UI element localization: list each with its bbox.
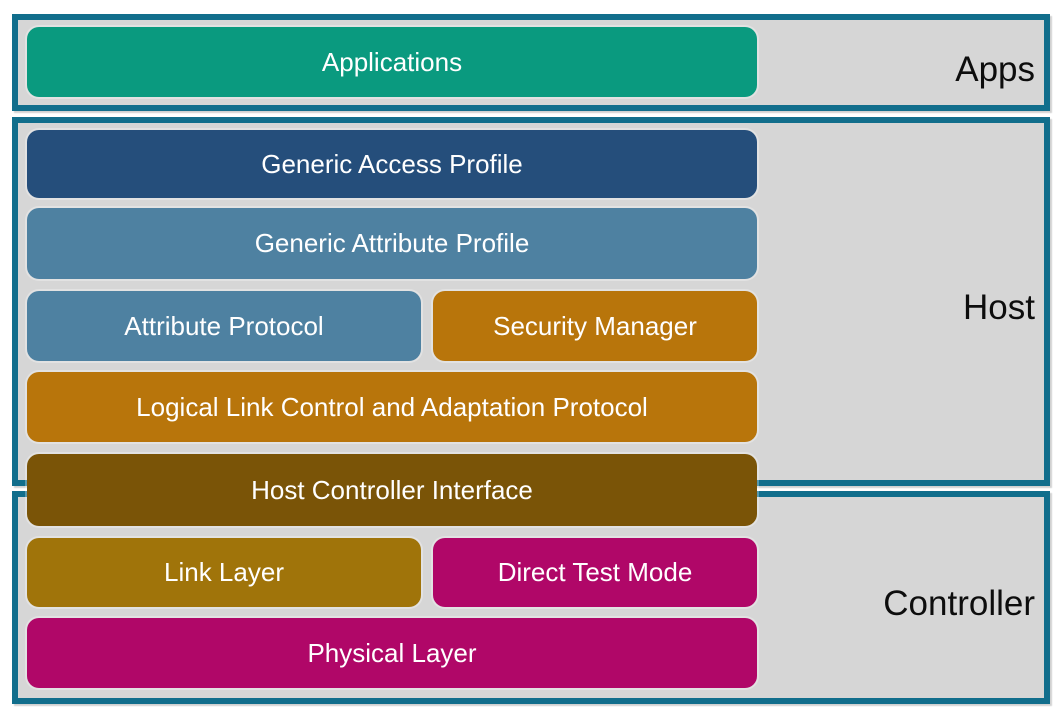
block-physical-layer: Physical Layer [27,618,757,688]
controller-section-label: Controller [883,584,1035,623]
block-host-controller-interface: Host Controller Interface [27,454,757,526]
block-direct-test-mode: Direct Test Mode [433,538,757,607]
block-attribute-protocol: Attribute Protocol [27,291,421,361]
block-generic-access-profile: Generic Access Profile [27,130,757,198]
block-security-manager: Security Manager [433,291,757,361]
block-generic-attribute-profile: Generic Attribute Profile [27,208,757,279]
block-l2cap: Logical Link Control and Adaptation Prot… [27,372,757,442]
apps-section-label: Apps [955,50,1035,89]
block-link-layer: Link Layer [27,538,421,607]
block-applications: Applications [27,27,757,97]
host-section-label: Host [963,288,1035,327]
